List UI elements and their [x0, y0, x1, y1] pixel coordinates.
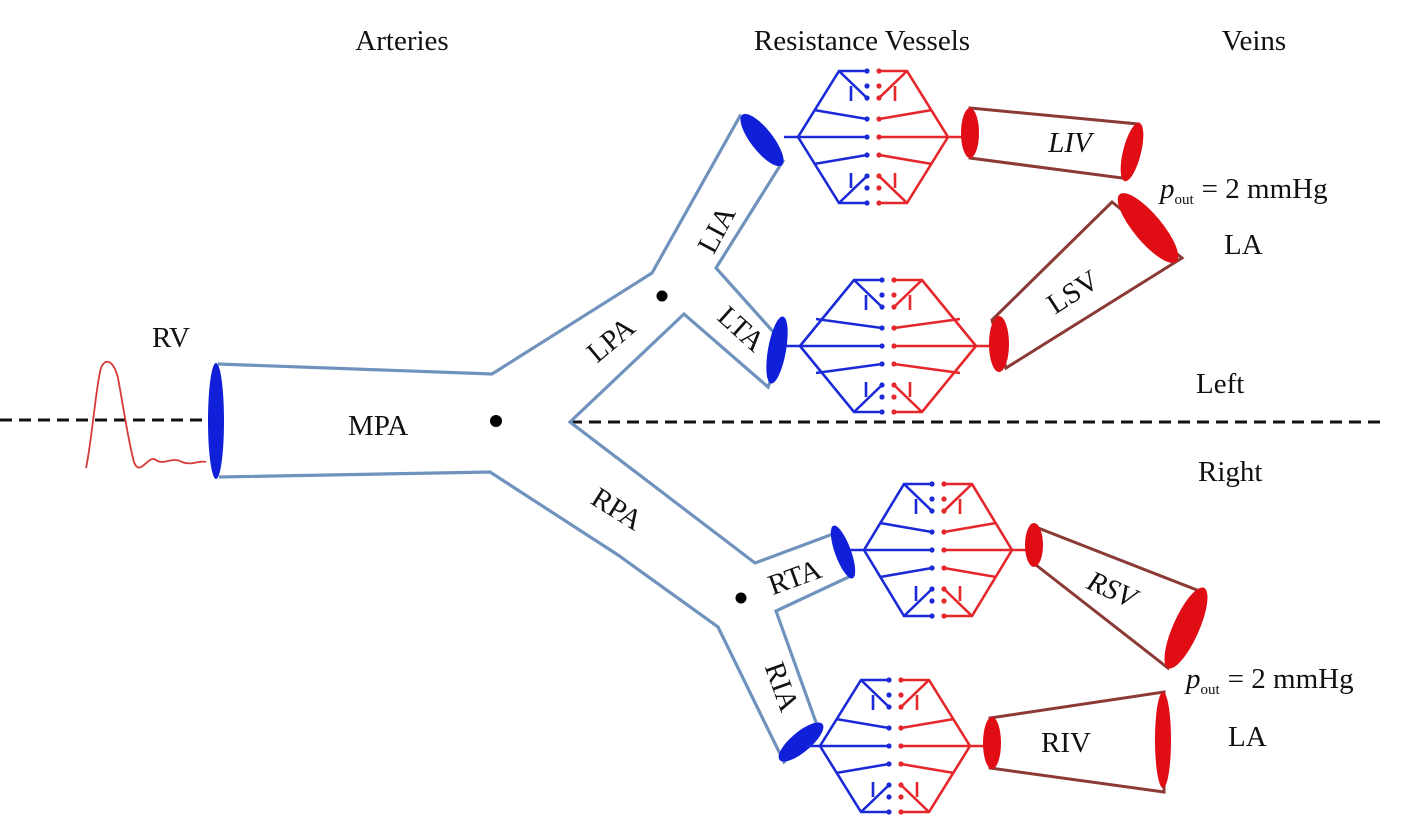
label-liv: LIV	[1047, 127, 1095, 159]
liv-inlet-cap	[961, 108, 979, 158]
p-subscript: out	[1175, 192, 1195, 208]
vein-lsv	[989, 193, 1185, 372]
lta-outlet-cap	[766, 316, 788, 384]
lia-outlet-cap	[740, 113, 784, 167]
header-arteries: Arteries	[355, 25, 448, 57]
side-label-left: Left	[1196, 368, 1244, 400]
artery-wall-outline	[217, 113, 856, 765]
p-symbol: p	[1184, 663, 1201, 695]
p-value: = 2 mmHg	[1228, 663, 1354, 695]
resistance-tree-lia	[784, 68, 962, 206]
label-riv: RIV	[1041, 727, 1091, 759]
lsv-outlet-cap	[1117, 193, 1179, 263]
mpa-junction-dot	[490, 415, 502, 427]
p-symbol: p	[1158, 173, 1175, 205]
p-value: = 2 mmHg	[1202, 173, 1328, 205]
atrium-label-bottom: LA	[1228, 721, 1267, 753]
vein-rsv	[1025, 523, 1208, 671]
resistance-tree-rta	[850, 481, 1026, 619]
riv-inlet-cap	[983, 717, 1001, 769]
rsv-inlet-cap	[1025, 523, 1043, 567]
vein-riv	[983, 690, 1171, 794]
resistance-tree-ria	[806, 677, 984, 815]
header-resistance-vessels: Resistance Vessels	[754, 25, 970, 57]
lpa-junction-dot	[656, 290, 668, 302]
ria-outlet-cap	[778, 722, 824, 762]
resistance-tree-lta	[786, 277, 990, 415]
header-veins: Veins	[1222, 25, 1286, 57]
vein-liv	[961, 106, 1144, 182]
label-lia: LIA	[692, 201, 743, 259]
label-lta: LTA	[711, 300, 771, 358]
label-lpa: LPA	[581, 311, 642, 369]
atrium-label-top: LA	[1224, 229, 1263, 261]
label-rpa: RPA	[585, 482, 648, 538]
label-mpa: MPA	[348, 410, 408, 442]
liv-outlet-cap	[1120, 122, 1144, 182]
riv-outlet-cap	[1155, 692, 1171, 788]
rpa-junction-dot	[735, 592, 747, 604]
outlet-pressure-bottom: pout = 2 mmHg LA	[1184, 663, 1354, 753]
svg-text:pout= 2 mmHg: pout = 2 mmHg	[1158, 173, 1328, 208]
label-rv: RV	[152, 322, 190, 354]
side-label-right: Right	[1198, 456, 1262, 488]
mpa-inlet-cap	[208, 363, 224, 479]
inflow-pressure-waveform	[85, 360, 207, 469]
rta-outlet-cap	[830, 525, 856, 579]
label-rta: RTA	[764, 553, 826, 602]
resistance-vessel-trees	[784, 68, 1026, 815]
outlet-pressure-top: pout = 2 mmHg LA	[1158, 173, 1328, 261]
svg-text:pout= 2 mmHg: pout = 2 mmHg	[1184, 663, 1354, 698]
lsv-inlet-cap	[989, 316, 1009, 372]
label-ria: RIA	[758, 658, 805, 716]
p-subscript: out	[1201, 682, 1221, 698]
rsv-outlet-cap	[1164, 587, 1208, 669]
